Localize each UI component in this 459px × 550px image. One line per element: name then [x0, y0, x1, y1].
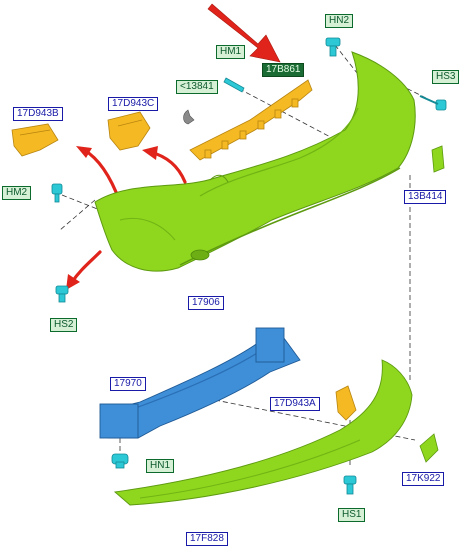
label-hs3: HS3	[432, 70, 459, 84]
clip-13841	[183, 109, 195, 125]
part-17k922	[419, 433, 439, 463]
label-hs1: HS1	[338, 508, 366, 522]
label-13b414: 13B414	[404, 190, 447, 204]
label-hm2: HM2	[2, 186, 32, 200]
arrowhead-2	[142, 146, 158, 160]
leader-hm2b	[59, 199, 96, 231]
curved-arrow-heads	[66, 146, 158, 290]
leader-hm2	[61, 194, 101, 211]
arrowhead-3	[66, 274, 80, 290]
label-17d943c: 17D943C	[108, 97, 159, 111]
bumper-reinforcement-beam	[99, 327, 301, 439]
energy-absorber-upper	[189, 79, 313, 161]
rear-bumper-cover	[94, 51, 416, 272]
lower-bumper-valance	[113, 359, 413, 506]
label-17d943a: 17D943A	[270, 397, 320, 411]
arrowhead-1	[76, 146, 92, 158]
label-17906: 17906	[188, 296, 224, 310]
fastener-hm2	[51, 183, 63, 203]
bracket-17d943c	[107, 111, 151, 151]
label-17970: 17970	[110, 377, 146, 391]
part-13b414	[431, 145, 445, 173]
fastener-hn1	[111, 453, 129, 469]
fastener-hm1	[223, 77, 245, 93]
red-pointer-arrow	[207, 3, 281, 63]
bracket-17d943b	[11, 123, 59, 157]
label-13841: <13841	[176, 80, 218, 94]
fasteners	[51, 37, 447, 495]
label-hm1: HM1	[216, 45, 246, 59]
fastener-hs1	[343, 475, 357, 495]
label-17d943b: 17D943B	[13, 107, 63, 121]
fastener-hs2	[55, 285, 69, 303]
label-17b861: 17B861	[262, 63, 305, 77]
label-hn1: HN1	[146, 459, 175, 473]
fastener-hs3	[419, 95, 447, 111]
bracket-17d943a	[335, 385, 357, 421]
label-hs2: HS2	[50, 318, 78, 332]
arrow-to-hs2	[70, 250, 102, 284]
fastener-hn2	[325, 37, 341, 57]
label-17f828: 17F828	[186, 532, 228, 546]
label-17k922: 17K922	[402, 472, 445, 486]
label-hn2: HN2	[325, 14, 354, 28]
